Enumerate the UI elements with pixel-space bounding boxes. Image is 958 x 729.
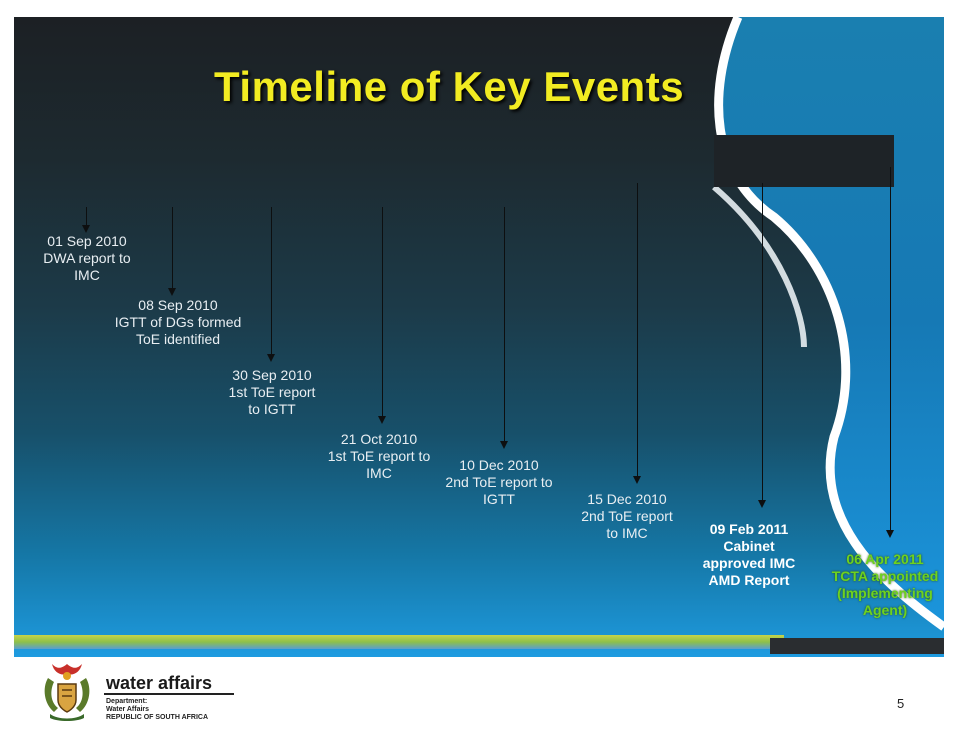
slide: Timeline of Key Events 01 Sep 2010 DWA r… [14,17,944,657]
arrow-line [86,207,87,228]
slide-title: Timeline of Key Events [214,63,685,110]
arrow-line [504,207,505,444]
arrow-head [886,530,894,538]
event-text: IGTT [483,491,515,507]
event-text: Agent) [862,602,908,618]
event-text: to IMC [606,525,648,541]
arrow-line [762,183,763,503]
footer-dark-strip [770,638,944,654]
event-text: (Implementing [837,585,933,601]
event-text: IMC [74,267,100,283]
event-text: 2nd ToE report [581,508,673,524]
event-30-sep-2010: 30 Sep 2010 1st ToE report to IGTT [212,367,332,418]
header-bar [714,135,894,187]
event-text: 1st ToE report [228,384,316,400]
event-text: 1st ToE report to [327,448,431,464]
event-text: IMC [366,465,392,481]
arrow-line [637,183,638,479]
arrow-head [168,288,176,296]
brand-department: Department: [106,698,148,705]
event-text: AMD Report [708,572,790,588]
event-date: 30 Sep 2010 [232,367,312,383]
event-date: 01 Sep 2010 [47,233,127,249]
event-date: 10 Dec 2010 [459,457,539,473]
arrow-line [172,207,173,291]
event-text: to IGTT [248,401,296,417]
event-date: 21 Oct 2010 [340,431,418,447]
event-date: 06 Apr 2011 [846,551,924,567]
event-date: 15 Dec 2010 [587,491,667,507]
event-text: approved IMC [702,555,796,571]
footer-green-strip [14,635,784,649]
arrow-head [633,476,641,484]
event-text: TCTA appointed [831,568,939,584]
event-01-sep-2010: 01 Sep 2010 DWA report to IMC [22,233,152,284]
arrow-line [382,207,383,419]
brand-name: water affairs [106,673,213,693]
event-21-oct-2010: 21 Oct 2010 1st ToE report to IMC [314,431,444,482]
event-date: 08 Sep 2010 [138,297,218,313]
event-10-dec-2010: 10 Dec 2010 2nd ToE report to IGTT [434,457,564,508]
event-text: IGTT of DGs formed [114,314,242,330]
event-date: 09 Feb 2011 [709,521,789,537]
footer-rule [104,693,234,695]
event-06-apr-2011: 06 Apr 2011 TCTA appointed (Implementing… [826,551,944,619]
arrow-head [758,500,766,508]
arrow-head [82,225,90,233]
event-text: DWA report to [43,250,131,266]
arrow-head [267,354,275,362]
event-09-feb-2011: 09 Feb 2011 Cabinet approved IMC AMD Rep… [690,521,808,589]
coat-of-arms-icon [44,664,90,721]
page-number: 5 [897,696,905,711]
arrow-line [271,207,272,357]
event-text: Cabinet [723,538,775,554]
event-08-sep-2010: 08 Sep 2010 IGTT of DGs formed ToE ident… [98,297,258,348]
arrow-head [500,441,508,449]
brand-water-affairs: Water Affairs [106,706,150,713]
arrow-head [378,416,386,424]
event-text: ToE identified [135,331,221,347]
brand-republic: REPUBLIC OF SOUTH AFRICA [106,714,209,721]
event-15-dec-2010: 15 Dec 2010 2nd ToE report to IMC [572,491,682,542]
arrow-line [890,167,891,533]
event-text: 2nd ToE report to [445,474,553,490]
